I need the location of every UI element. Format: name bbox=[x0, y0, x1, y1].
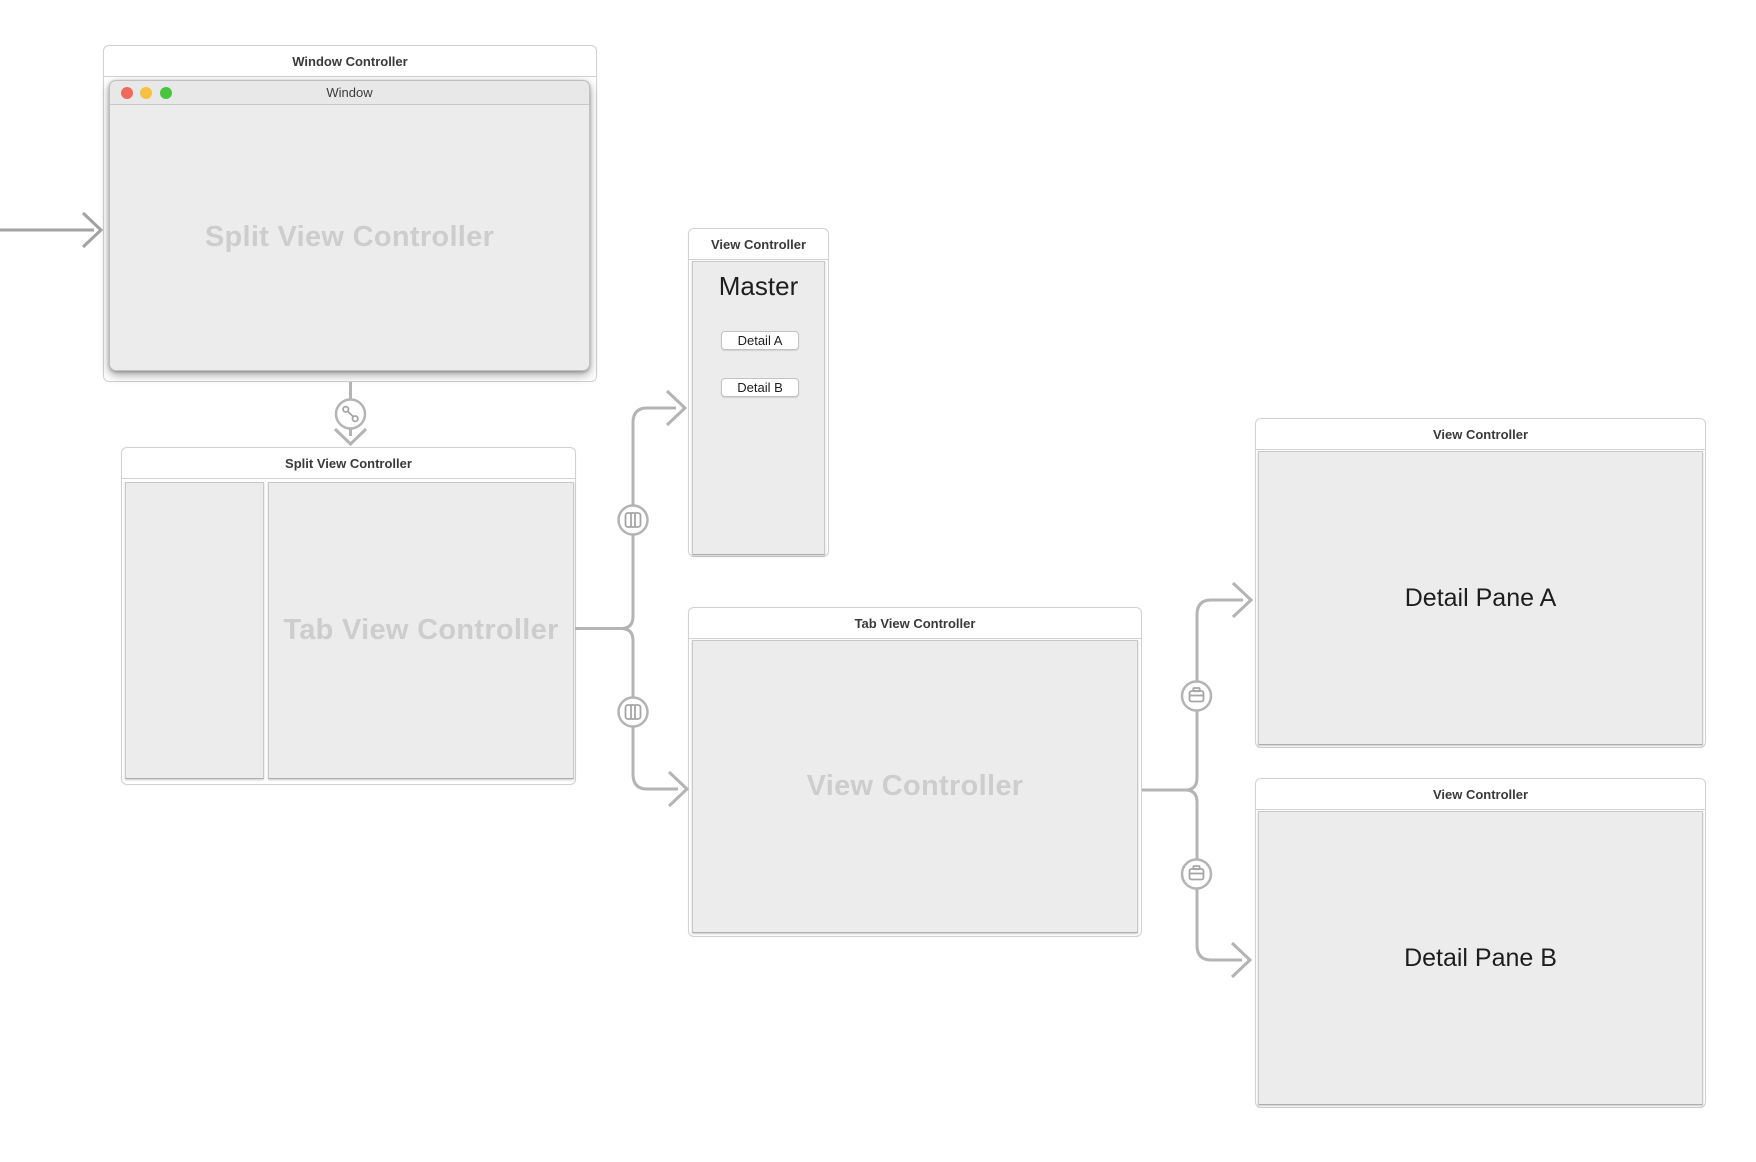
scene-header-detail-pane-b[interactable]: View Controller bbox=[1256, 779, 1705, 810]
detail-pane-a-label: Detail Pane A bbox=[1404, 583, 1557, 612]
scene-title: View Controller bbox=[1432, 786, 1529, 802]
scene-detail-pane-b[interactable]: View Controller Detail Pane B bbox=[1255, 778, 1706, 1108]
detail-a-button[interactable]: Detail A bbox=[721, 331, 799, 350]
window-object[interactable]: Window Split View Controller bbox=[109, 80, 590, 371]
split-view-sidebar-pane[interactable] bbox=[125, 482, 264, 779]
segue-split-to-master[interactable] bbox=[575, 389, 688, 630]
scene-title: Split View Controller bbox=[285, 455, 412, 471]
scene-header-detail-pane-a[interactable]: View Controller bbox=[1256, 419, 1705, 450]
scene-title: View Controller bbox=[710, 236, 807, 252]
content-placeholder-label: View Controller bbox=[806, 770, 1024, 802]
master-root-view[interactable]: Master Detail A Detail B bbox=[692, 261, 825, 555]
close-button-icon bbox=[120, 86, 133, 99]
content-placeholder-label: Tab View Controller bbox=[283, 614, 559, 646]
scene-title: Tab View Controller bbox=[854, 615, 976, 631]
window-title: Window bbox=[326, 85, 373, 100]
detail-pane-a-view[interactable]: Detail Pane A bbox=[1258, 451, 1703, 745]
detail-pane-b-view[interactable]: Detail Pane B bbox=[1258, 811, 1703, 1105]
entry-arrow-icon[interactable] bbox=[0, 211, 104, 249]
scene-header-tab-view-controller[interactable]: Tab View Controller bbox=[689, 608, 1141, 639]
scene-window-controller[interactable]: Window Controller Window Split View Cont… bbox=[103, 45, 597, 382]
button-label: Detail B bbox=[737, 380, 783, 395]
master-title-label: Master bbox=[718, 271, 799, 301]
button-label: Detail A bbox=[737, 333, 783, 348]
scene-title: Window Controller bbox=[292, 53, 408, 69]
detail-pane-b-label: Detail Pane B bbox=[1404, 943, 1557, 972]
segue-tab-to-detail-b[interactable] bbox=[1142, 788, 1253, 979]
scene-tab-view-controller[interactable]: Tab View Controller View Controller bbox=[688, 607, 1142, 937]
scene-detail-pane-a[interactable]: View Controller Detail Pane A bbox=[1255, 418, 1706, 748]
scene-header-split-view-controller[interactable]: Split View Controller bbox=[122, 448, 575, 479]
content-placeholder-label: Split View Controller bbox=[204, 221, 495, 253]
segue-split-to-tab[interactable] bbox=[575, 627, 690, 808]
scene-split-view-controller[interactable]: Split View Controller Tab View Controlle… bbox=[121, 447, 576, 785]
zoom-button-icon bbox=[159, 86, 172, 99]
window-content-view[interactable]: Split View Controller bbox=[110, 105, 589, 370]
minimize-button-icon bbox=[140, 86, 152, 99]
detail-b-button[interactable]: Detail B bbox=[721, 378, 799, 397]
scene-title: View Controller bbox=[1432, 426, 1529, 442]
split-view-detail-pane[interactable]: Tab View Controller bbox=[268, 482, 574, 779]
scene-header-master-view-controller[interactable]: View Controller bbox=[689, 229, 828, 260]
window-titlebar[interactable]: Window bbox=[110, 81, 589, 105]
segue-tab-to-detail-a[interactable] bbox=[1142, 581, 1254, 792]
scene-master-view-controller[interactable]: View Controller Master Detail A Detail B bbox=[688, 228, 829, 557]
tab-view-content-pane[interactable]: View Controller bbox=[692, 640, 1138, 933]
scene-header-window-controller[interactable]: Window Controller bbox=[104, 46, 596, 77]
segue-window-to-split[interactable] bbox=[333, 382, 368, 447]
